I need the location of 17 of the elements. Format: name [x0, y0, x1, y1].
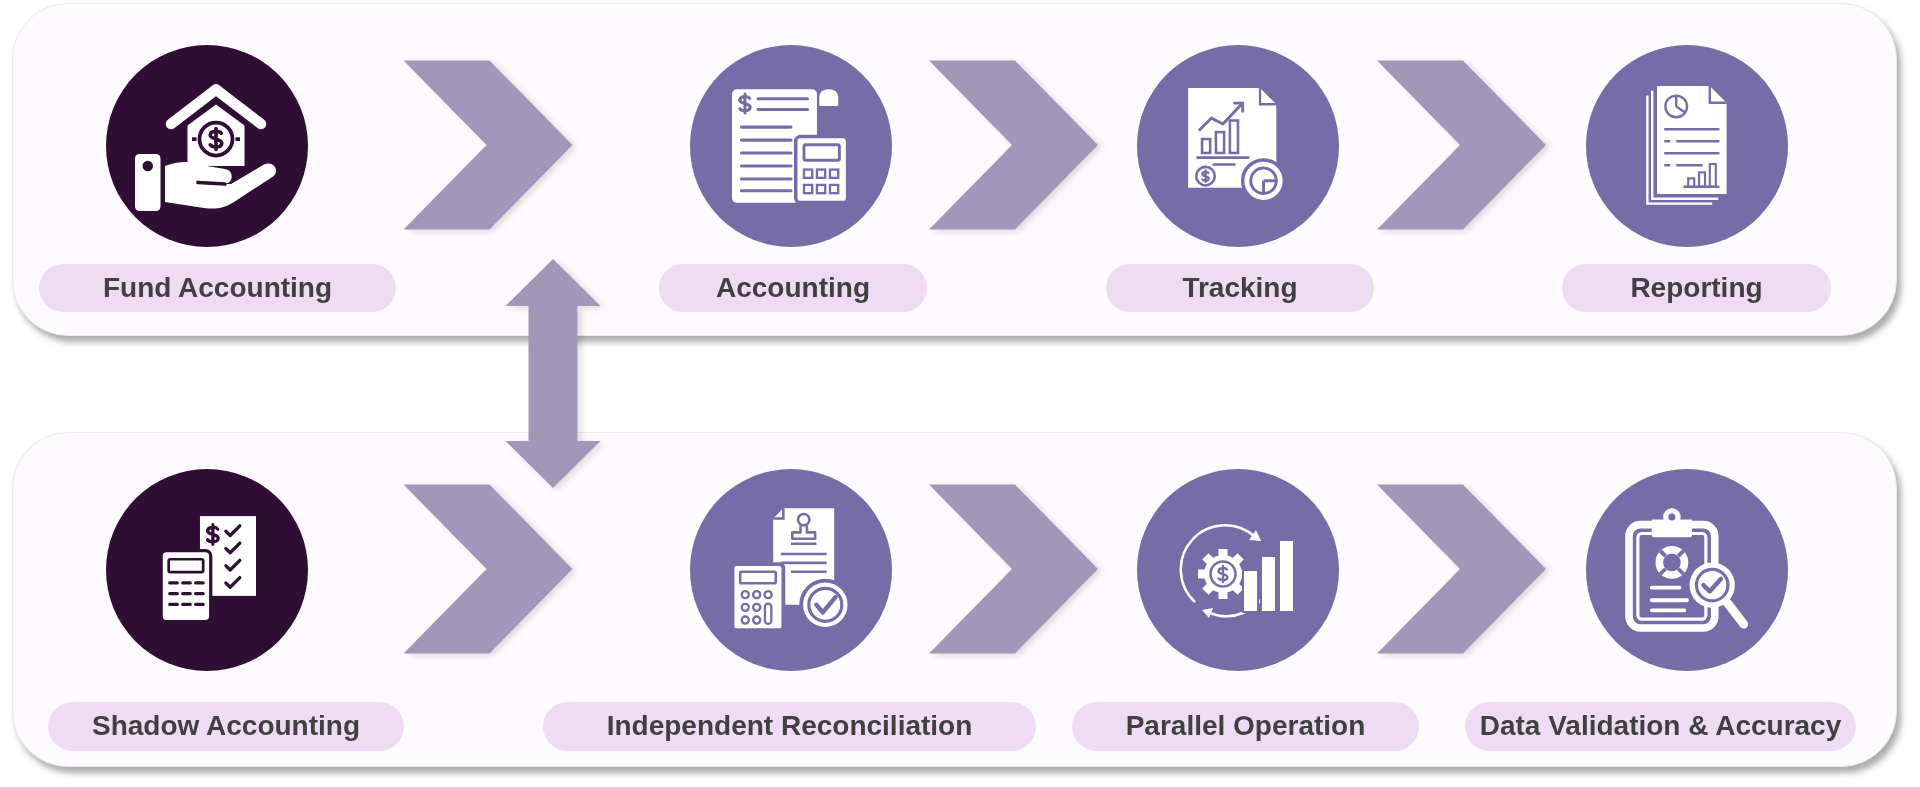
lane-panel — [12, 432, 1897, 767]
chevron-arrow — [403, 60, 573, 230]
step-label: Parallel Operation — [1072, 702, 1419, 751]
chevron-arrow — [929, 60, 1098, 230]
step-label: Fund Accounting — [39, 264, 396, 312]
double-arrow — [505, 259, 601, 488]
lane-panel — [12, 3, 1897, 336]
step-label: Independent Reconciliation — [543, 702, 1036, 751]
step-label: Tracking — [1106, 264, 1374, 312]
chevron-arrow — [1377, 484, 1546, 654]
step-label: Shadow Accounting — [48, 702, 404, 751]
step-label: Accounting — [659, 264, 927, 312]
step-label: Reporting — [1562, 264, 1831, 312]
chevron-arrow — [403, 484, 573, 654]
step-label: Data Validation & Accuracy — [1465, 702, 1856, 751]
chevron-arrow — [929, 484, 1098, 654]
chevron-arrow — [1377, 60, 1546, 230]
